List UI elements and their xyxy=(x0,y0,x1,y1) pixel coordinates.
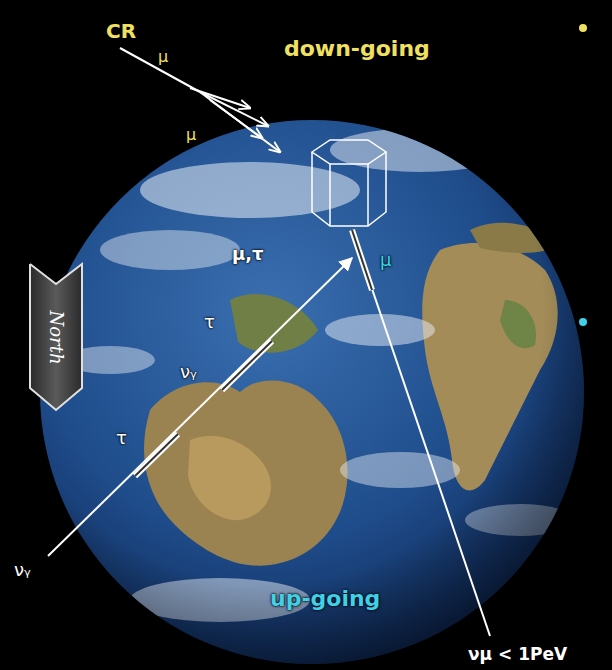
particle-label: νᵧ xyxy=(14,560,31,581)
particle-label: CR xyxy=(106,20,136,43)
bullet-dot xyxy=(579,24,587,32)
muon-neutrino-track xyxy=(352,230,490,636)
direction-label: North xyxy=(46,310,67,364)
particle-label: νᵧ xyxy=(180,362,197,383)
particle-label: τ xyxy=(204,312,215,333)
globe xyxy=(40,120,584,664)
cosmic-ray-shower xyxy=(120,48,280,152)
detector-prism xyxy=(312,140,386,226)
particle-label: μ xyxy=(186,126,196,144)
particle-label: τ xyxy=(116,428,127,449)
particle-label: μ,τ xyxy=(232,244,264,265)
particle-label: μ xyxy=(158,48,168,66)
region-label: down-going xyxy=(284,36,430,61)
particle-label: μ xyxy=(380,250,391,271)
region-label: up-going xyxy=(270,586,380,611)
tau-neutrino-track xyxy=(48,258,352,556)
north-chevron: North xyxy=(28,262,84,412)
bullet-dot xyxy=(579,318,587,326)
energy-label: νμ < 1PeV xyxy=(468,645,567,665)
